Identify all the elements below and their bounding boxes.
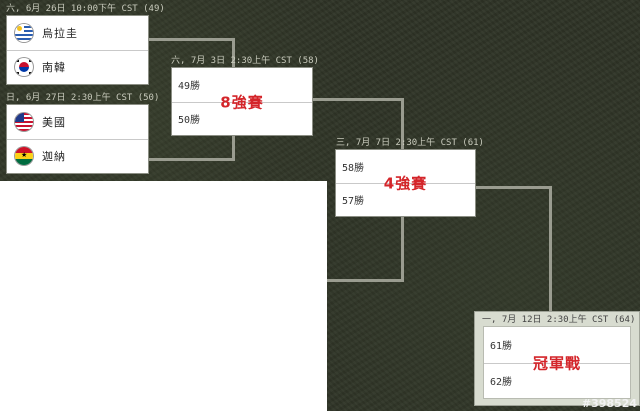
match-64-slot1[interactable]: 61勝 [484,327,630,364]
connector-50-vertical [232,135,235,161]
match-64-header: 一, 7月 12日 2:30上午 CST (64) [482,315,636,325]
connector-50-to-58 [149,158,235,161]
match-61-slot1[interactable]: 58勝 [336,150,475,184]
match-64-card[interactable]: 一, 7月 12日 2:30上午 CST (64) 61勝 62勝 冠軍戰 [474,311,640,406]
ghana-flag-icon: ★ [15,147,33,165]
match-64-slot2[interactable]: 62勝 [484,363,630,399]
match-50-team2-name: 迦納 [42,150,66,163]
connector-61-to-64-v [549,186,552,312]
watermark: #398524 [581,397,637,410]
connector-49-to-58 [149,38,235,41]
uruguay-flag-icon [15,24,33,42]
match-49-team1-name: 烏拉圭 [42,27,78,40]
match-58-slot2-label: 50勝 [178,114,201,126]
match-64-inner: 61勝 62勝 冠軍戰 [483,326,631,399]
match-58-header: 六, 7月 3日 2:30上午 CST (58) [171,56,319,66]
connector-57-to-61-v [401,216,404,282]
match-50-team1-name: 美國 [42,116,66,129]
south-korea-flag-icon [15,58,33,76]
match-64-slot1-label: 61勝 [490,341,513,353]
match-50-team2[interactable]: ★ 迦納 [7,139,148,173]
match-58-slot1[interactable]: 49勝 [172,68,312,103]
usa-flag-icon [15,113,33,131]
match-49-team2[interactable]: 南韓 [7,50,148,84]
match-64-slot2-label: 62勝 [490,376,513,388]
connector-58-to-61-h [312,98,404,101]
match-58-card[interactable]: 49勝 50勝 8強賽 [171,67,313,136]
blank-content-area [0,181,327,411]
match-50-card[interactable]: 美國 ★ 迦納 [6,104,149,174]
connector-57-to-61-h [327,279,404,282]
match-49-header: 六, 6月 26日 10:00下午 CST (49) [6,4,165,14]
match-61-slot1-label: 58勝 [342,163,365,174]
match-61-header: 三, 7月 7日 2:30上午 CST (61) [336,138,484,148]
match-61-slot2[interactable]: 57勝 [336,183,475,216]
match-50-team1[interactable]: 美國 [7,105,148,140]
connector-61-to-64-h [476,186,552,189]
match-49-team2-name: 南韓 [42,61,66,74]
match-49-team1[interactable]: 烏拉圭 [7,16,148,51]
match-58-slot2[interactable]: 50勝 [172,102,312,136]
connector-58-to-61-v [401,98,404,150]
match-49-card[interactable]: 烏拉圭 南韓 [6,15,149,85]
match-61-card[interactable]: 58勝 57勝 4強賽 [335,149,476,217]
match-58-slot1-label: 49勝 [178,81,201,93]
match-61-slot2-label: 57勝 [342,196,365,207]
connector-49-vertical [232,38,235,68]
match-50-header: 日, 6月 27日 2:30上午 CST (50) [6,93,160,103]
